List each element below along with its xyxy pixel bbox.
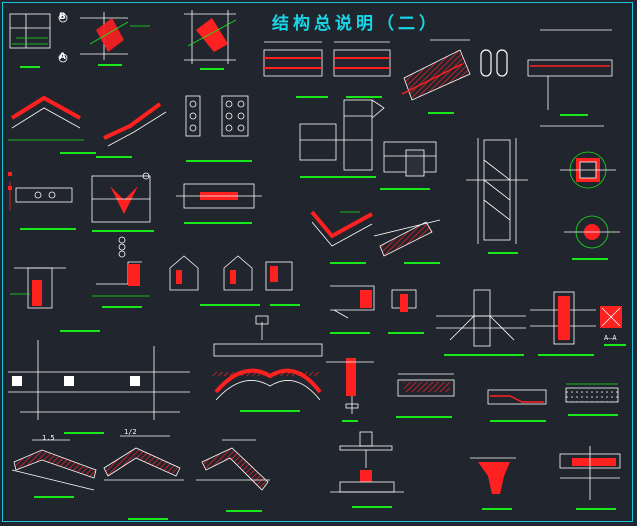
detail-lap-splice <box>396 373 455 418</box>
detail-column-x <box>184 10 237 70</box>
drawing-title: 结构总说明（二） <box>272 14 440 34</box>
detail-beam-column-joint <box>299 99 385 178</box>
detail-beam-bend <box>80 12 150 66</box>
detail-column-base-ab <box>9 13 68 68</box>
mark-b: B <box>59 12 66 22</box>
detail-inclined-slab <box>373 219 441 264</box>
detail-column-tall <box>326 358 374 422</box>
detail-stair-turn <box>310 210 373 264</box>
detail-column-splice <box>380 141 437 190</box>
detail-wall-corner <box>10 267 100 332</box>
detail-beam-joint-right <box>530 291 596 356</box>
detail-hooks <box>480 49 508 77</box>
detail-stair-landing <box>196 439 270 512</box>
detail-anchorage-lengths <box>263 41 391 98</box>
detail-column-section-round <box>560 151 620 260</box>
detail-inclined-bar <box>401 39 471 114</box>
dim-label-2: 1/2 <box>124 428 137 436</box>
section-label: A—A <box>604 334 617 342</box>
detail-wall-elevation <box>8 340 190 434</box>
detail-lintels <box>169 255 300 306</box>
detail-cantilever-slab <box>527 29 613 127</box>
detail-arch-beam <box>212 315 323 412</box>
detail-slab-opening <box>91 172 154 232</box>
detail-corbel <box>470 457 516 510</box>
detail-column-elevation <box>466 138 528 254</box>
detail-beam-end-right <box>559 446 621 510</box>
detail-stair-peak <box>103 435 184 520</box>
detail-foundation-column <box>330 431 404 508</box>
mark-a: A <box>59 52 66 62</box>
detail-insulation-slab <box>565 383 619 416</box>
detail-cross-joint <box>436 289 526 356</box>
detail-bolt-plates <box>185 95 252 162</box>
detail-stair-folded-bottom <box>11 439 97 498</box>
detail-bent-bar <box>487 389 547 422</box>
detail-beam-lap <box>176 183 262 224</box>
detail-embedded-bolt <box>8 172 76 230</box>
detail-wall-hook <box>92 236 150 308</box>
detail-section-a-a <box>600 306 626 346</box>
detail-stair-knee <box>96 102 167 158</box>
drawing-border <box>2 2 633 522</box>
dim-label-1: 1.5 <box>42 434 55 442</box>
detail-stair-folded <box>8 95 96 154</box>
detail-beam-support <box>330 285 424 334</box>
